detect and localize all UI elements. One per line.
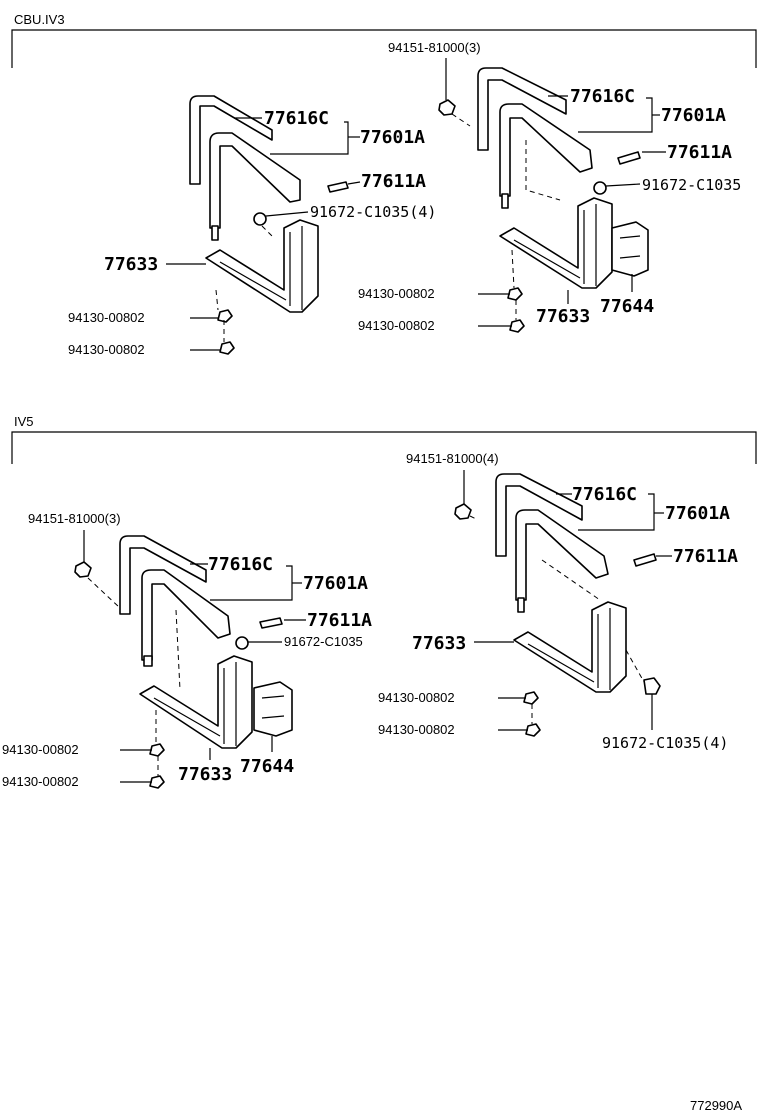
label-94130-b: 94130-00802 [68,342,145,357]
bolt-91672 [643,677,661,695]
label-77616c: 77616C [208,554,273,575]
section-title: CBU.IV3 [14,12,65,27]
right-labels: 94151-81000(3) 77616C 77601A 77611A 9167… [358,40,741,333]
bolt-91672 [253,212,267,226]
label-91672: 91672-C1035(4) [602,734,728,752]
strap-77616c [477,67,567,151]
label-77616c: 77616C [570,86,635,107]
label-77611a: 77611A [673,546,738,567]
bracket-77633 [205,219,319,313]
section-bracket [11,29,757,68]
bracket-77633 [499,197,613,289]
label-77633: 77633 [536,306,590,327]
label-94130-b: 94130-00802 [378,722,455,737]
label-77616c: 77616C [572,484,637,505]
bolt-77611a [633,553,657,567]
nut-94130-lower [219,341,235,355]
plate-77644 [253,681,293,737]
left-labels: 77616C 77601A 77611A 91672-C1035(4) 7763… [68,108,436,357]
strap-stud [501,193,509,209]
strap-77601a [499,103,593,197]
nut-94151 [74,561,92,578]
bolt-77611a [327,181,349,193]
plate-77644 [611,221,649,277]
label-94151: 94151-81000(3) [28,511,121,526]
label-94151: 94151-81000(3) [388,40,481,55]
section-iv5: IV5 94151-81000(3) 77616C [2,414,757,789]
label-77633: 77633 [104,254,158,275]
strap-77601a [141,569,231,661]
strap-stud [143,655,153,667]
bolt-91672 [593,181,607,195]
bracket-77633 [139,655,253,749]
right-labels: 94151-81000(4) 77616C 77601A 77611A 7763… [378,451,738,752]
nut-94151 [454,503,472,520]
strap-77601a [515,509,609,601]
label-77601a: 77601A [665,503,730,524]
strap-77616c [119,535,207,615]
label-77616c: 77616C [264,108,329,129]
label-94130-b: 94130-00802 [358,318,435,333]
label-77601a: 77601A [360,127,425,148]
bolt-77611a [617,151,641,165]
label-77611a: 77611A [667,142,732,163]
nut-94130-upper [507,287,523,301]
right-assembly [438,67,649,333]
nut-94130-upper [149,743,165,757]
bolt-91672 [235,636,249,650]
strap-77601a [209,132,301,229]
left-assembly [189,95,349,355]
nut-94151 [438,99,456,116]
left-labels: 94151-81000(3) 77616C 77601A 77611A 9167… [2,511,372,789]
label-77601a: 77601A [661,105,726,126]
nut-94130-lower [525,723,541,737]
label-91672: 91672-C1035 [284,634,363,649]
section-bracket [11,431,757,464]
section-title: IV5 [14,414,34,429]
figure-code: 772990A [690,1098,742,1112]
label-94130-a: 94130-00802 [378,690,455,705]
bolt-77611a [259,617,283,629]
left-assembly [74,535,293,789]
section-cbu-iv3: CBU.IV3 77616C 77601A [11,12,757,357]
right-assembly [454,473,661,737]
label-77633: 77633 [412,633,466,654]
label-91672: 91672-C1035(4) [310,203,436,221]
label-94130-a: 94130-00802 [358,286,435,301]
nut-94130-upper [217,309,233,323]
label-77611a: 77611A [361,171,426,192]
label-77611a: 77611A [307,610,372,631]
label-91672: 91672-C1035 [642,176,741,194]
strap-stud [517,597,525,613]
label-77644: 77644 [600,296,654,317]
nut-94130-lower [509,319,525,333]
label-94130-a: 94130-00802 [68,310,145,325]
strap-stud [211,225,219,241]
bracket-77633 [513,601,627,693]
label-94151: 94151-81000(4) [406,451,499,466]
label-77633: 77633 [178,764,232,785]
nut-94130-upper [523,691,539,705]
nut-94130-lower [149,775,165,789]
label-94130-b: 94130-00802 [2,774,79,789]
label-94130-a: 94130-00802 [2,742,79,757]
label-77601a: 77601A [303,573,368,594]
strap-77616c [495,473,583,557]
label-77644: 77644 [240,756,294,777]
